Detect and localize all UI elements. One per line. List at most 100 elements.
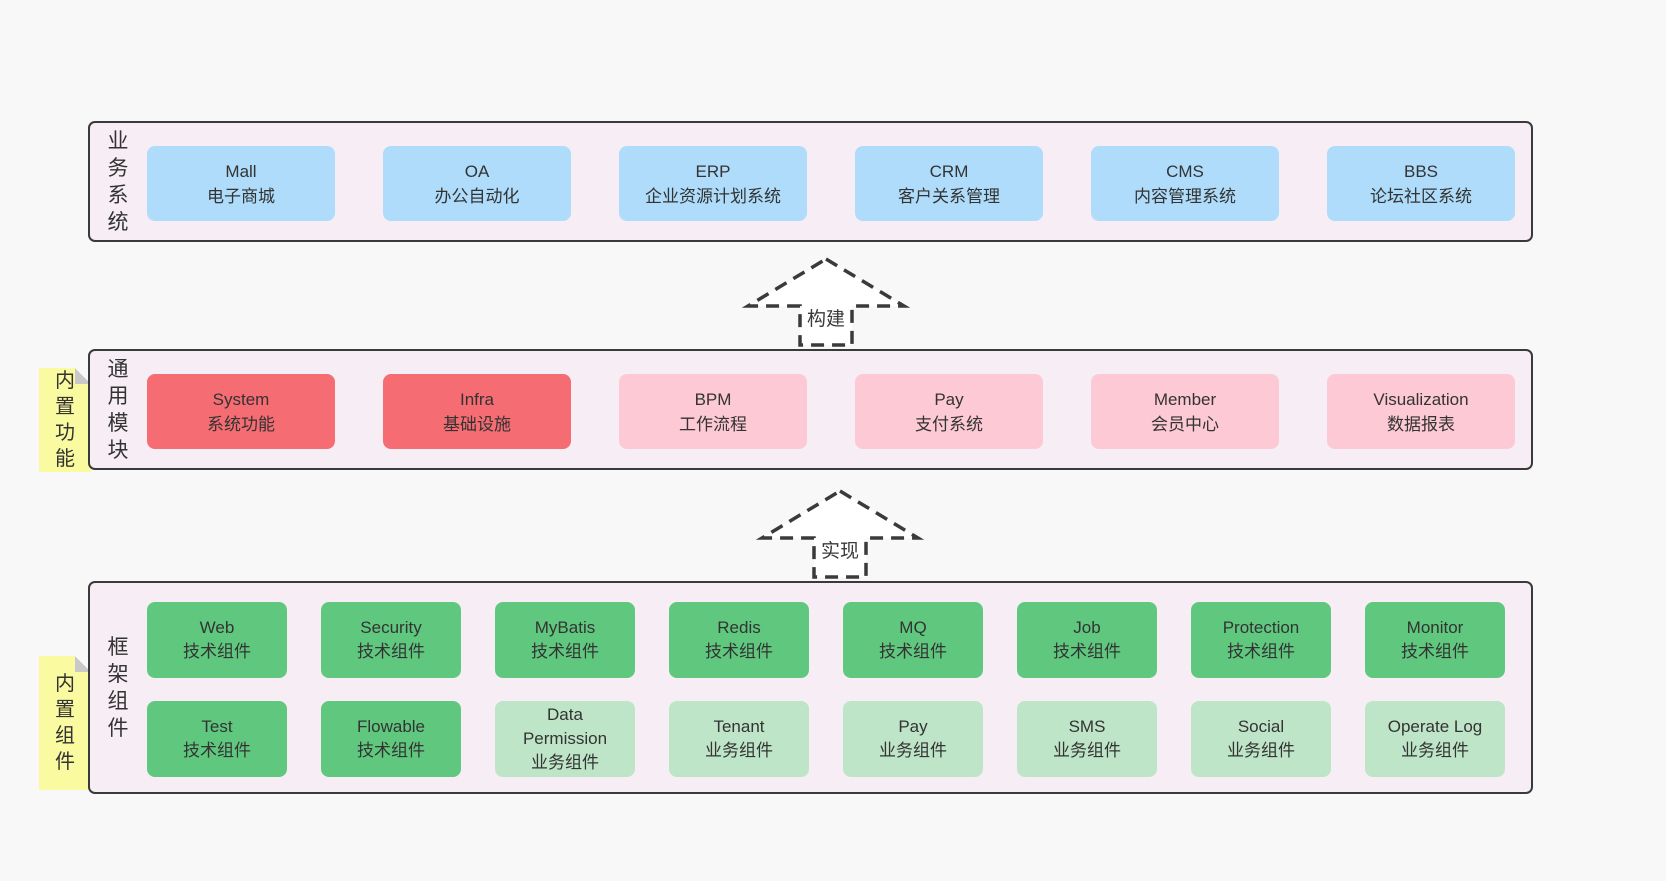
box-title-en: MQ [899, 618, 927, 637]
box-title-zh: 办公自动化 [434, 186, 520, 206]
box-tenant: Tenant 业务组件 [669, 701, 809, 777]
box-title-en: Social [1237, 717, 1285, 736]
layer-business-systems: 业务系统 Mall 电子商城 OA 办公自动化 ERP 企业资源计划系统 CRM… [88, 121, 1533, 242]
box-bpm: BPM 工作流程 [619, 374, 807, 449]
box-title-en: BPM [694, 389, 732, 409]
box-pay-component: Pay 业务组件 [843, 701, 983, 777]
sticky-note-builtin-components: 内置组件 [39, 656, 91, 790]
box-title-en: Mall [225, 161, 257, 181]
box-oa: OA 办公自动化 [383, 146, 571, 221]
box-pay-module: Pay 支付系统 [855, 374, 1043, 449]
box-title-en: SMS [1068, 717, 1106, 736]
up-arrow-icon [755, 488, 925, 579]
box-title-en: Security [360, 618, 422, 637]
implement-arrow: 实现 [755, 488, 925, 580]
box-title-zh: 技术组件 [1053, 642, 1121, 661]
box-title-en: Monitor [1406, 618, 1464, 637]
box-title-en: Job [1073, 618, 1101, 637]
arrow-label: 实现 [820, 541, 859, 562]
box-title-en: Operate Log [1387, 717, 1483, 736]
box-title-en: Test [201, 717, 233, 736]
box-title-zh: 技术组件 [183, 741, 251, 760]
box-social: Social 业务组件 [1191, 701, 1331, 777]
box-title-zh: 支付系统 [915, 414, 983, 434]
box-sms: SMS 业务组件 [1017, 701, 1157, 777]
box-test: Test 技术组件 [147, 701, 287, 777]
box-title-en: Tenant [713, 717, 765, 736]
build-arrow: 构建 [741, 256, 911, 348]
box-operate-log: Operate Log 业务组件 [1365, 701, 1505, 777]
box-mybatis: MyBatis 技术组件 [495, 602, 635, 678]
box-title-zh: 业务组件 [879, 741, 947, 760]
box-title-en: BBS [1403, 161, 1439, 181]
box-mq: MQ 技术组件 [843, 602, 983, 678]
box-title-zh: 业务组件 [1227, 741, 1295, 760]
box-title-en: Protection [1222, 618, 1300, 637]
box-title-en: Visualization [1373, 389, 1469, 409]
box-title-zh: 技术组件 [879, 642, 947, 661]
box-title-en: OA [464, 161, 490, 181]
box-title-zh: 基础设施 [443, 414, 511, 434]
box-title-zh: 技术组件 [183, 642, 251, 661]
box-title-en: MyBatis [534, 618, 596, 637]
box-data-permission: Data Permission 业务组件 [495, 701, 635, 777]
up-arrow-icon [741, 256, 911, 347]
box-monitor: Monitor 技术组件 [1365, 602, 1505, 678]
box-mall: Mall 电子商城 [147, 146, 335, 221]
box-title-en: ERP [695, 161, 731, 181]
box-title-zh: 客户关系管理 [898, 186, 1000, 206]
box-title-en: Redis [717, 618, 761, 637]
box-system: System 系统功能 [147, 374, 335, 449]
note-label: 内置组件 [55, 673, 75, 773]
box-title-zh: 技术组件 [357, 642, 425, 661]
layer-common-modules: 通用模块 System 系统功能 Infra 基础设施 BPM 工作流程 Pay… [88, 349, 1533, 470]
box-title-zh: 会员中心 [1151, 414, 1219, 434]
box-web: Web 技术组件 [147, 602, 287, 678]
box-title-en: System [212, 389, 270, 409]
box-title-zh: 工作流程 [679, 414, 747, 434]
box-title-en: CMS [1166, 161, 1204, 181]
framework-row-2: Test 技术组件 Flowable 技术组件 Data Permission … [147, 701, 1505, 777]
box-title-zh: 技术组件 [357, 741, 425, 760]
box-security: Security 技术组件 [321, 602, 461, 678]
box-visualization: Visualization 数据报表 [1327, 374, 1515, 449]
box-title-zh: 电子商城 [207, 186, 275, 206]
box-title-zh: 数据报表 [1387, 414, 1455, 434]
common-module-boxes: System 系统功能 Infra 基础设施 BPM 工作流程 Pay 支付系统… [147, 374, 1515, 449]
box-member: Member 会员中心 [1091, 374, 1279, 449]
box-crm: CRM 客户关系管理 [855, 146, 1043, 221]
box-erp: ERP 企业资源计划系统 [619, 146, 807, 221]
box-title-zh: 内容管理系统 [1134, 186, 1236, 206]
box-title-en: Web [199, 618, 235, 637]
box-title-zh: 业务组件 [1401, 741, 1469, 760]
box-title-zh: 业务组件 [531, 753, 599, 772]
box-title-en: CRM [929, 161, 969, 181]
sticky-note-builtin-features: 内置功能 [39, 368, 91, 472]
box-redis: Redis 技术组件 [669, 602, 809, 678]
box-title-en: Infra [459, 389, 495, 409]
box-title-zh: 技术组件 [1227, 642, 1295, 661]
box-title-en: Pay [934, 389, 964, 409]
box-title-zh: 企业资源计划系统 [645, 186, 781, 206]
box-title-zh: 业务组件 [1053, 741, 1121, 760]
box-cms: CMS 内容管理系统 [1091, 146, 1279, 221]
box-infra: Infra 基础设施 [383, 374, 571, 449]
box-title-en: Data Permission [522, 705, 608, 748]
box-title-en: Pay [898, 717, 928, 736]
box-bbs: BBS 论坛社区系统 [1327, 146, 1515, 221]
layer-label: 通用模块 [107, 357, 129, 462]
box-title-zh: 业务组件 [705, 741, 773, 760]
layer-label: 框架组件 [107, 635, 129, 740]
business-system-boxes: Mall 电子商城 OA 办公自动化 ERP 企业资源计划系统 CRM 客户关系… [147, 146, 1515, 221]
box-title-zh: 技术组件 [1401, 642, 1469, 661]
framework-row-1: Web 技术组件 Security 技术组件 MyBatis 技术组件 Redi… [147, 602, 1505, 678]
box-title-en: Member [1153, 389, 1217, 409]
box-title-en: Flowable [356, 717, 426, 736]
layer-framework-components: 框架组件 Web 技术组件 Security 技术组件 MyBatis 技术组件… [88, 581, 1533, 794]
box-title-zh: 技术组件 [705, 642, 773, 661]
box-title-zh: 系统功能 [207, 414, 275, 434]
box-title-zh: 技术组件 [531, 642, 599, 661]
layer-label: 业务系统 [107, 129, 129, 234]
note-label: 内置功能 [55, 370, 75, 470]
